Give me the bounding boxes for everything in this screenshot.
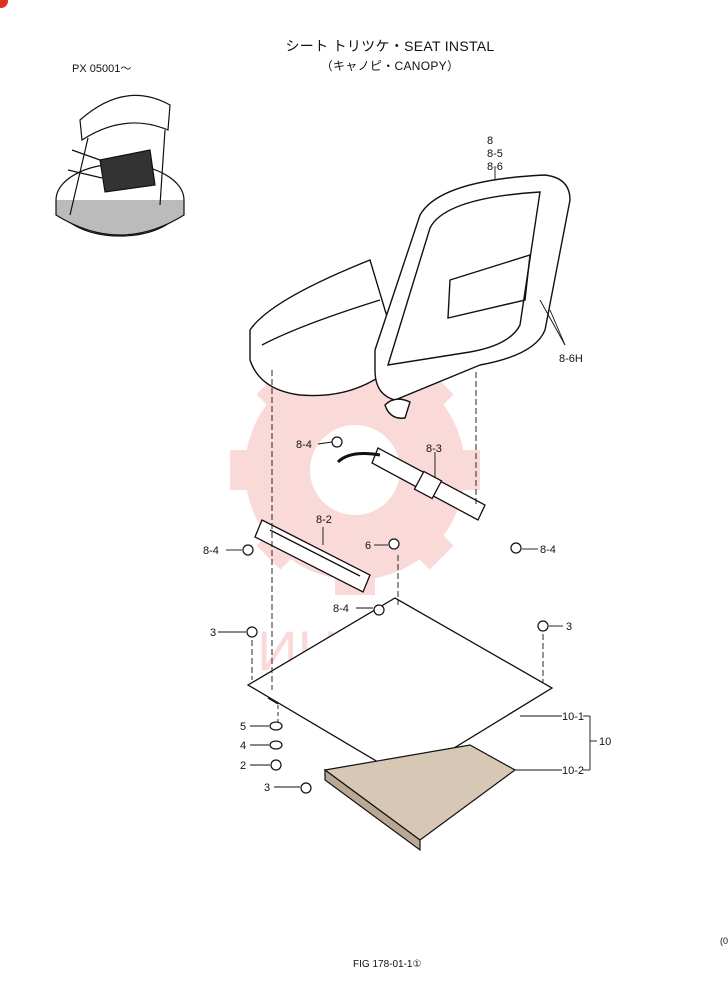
- label-5: 5: [240, 721, 246, 733]
- label-8-3: 8-3: [426, 443, 442, 455]
- label-8-4-right: 8-4: [540, 544, 556, 556]
- label-3-bottom: 3: [264, 782, 270, 794]
- bolt-icon: [537, 620, 549, 632]
- serial-range: PX 05001～: [72, 63, 132, 75]
- bolt-icon: [242, 544, 254, 556]
- label-8-6h: 8-6H: [559, 353, 583, 365]
- corner-marker: [0, 0, 8, 8]
- label-10-1: 10-1: [562, 711, 584, 723]
- cushion-pad: [323, 744, 517, 852]
- label-8-2: 8-2: [316, 514, 332, 526]
- machine-thumbnail: [55, 94, 185, 237]
- label-8-6: 8-6: [487, 161, 503, 173]
- label-10-2: 10-2: [562, 765, 584, 777]
- figure-number: FIG 178-01-1①: [353, 959, 422, 970]
- label-8-4-mid: 8-4: [333, 603, 349, 615]
- page-subtitle: （キャノピ・CANOPY）: [320, 59, 460, 73]
- washer-icon: [269, 740, 283, 750]
- label-4: 4: [240, 740, 246, 752]
- nut-icon: [270, 759, 282, 771]
- label-8: 8: [487, 135, 493, 147]
- base-plate: [246, 597, 554, 779]
- corner-note: (0: [719, 936, 728, 946]
- leader-lines: [218, 168, 597, 788]
- bolts: [242, 436, 549, 794]
- bolt-icon: [300, 782, 312, 794]
- slide-rails: [254, 447, 486, 593]
- label-8-4-left: 8-4: [203, 545, 219, 557]
- seat-assembly: [249, 174, 571, 419]
- page-title: シート トリツケ・SEAT INSTAL: [285, 38, 495, 54]
- label-3-right: 3: [566, 621, 572, 633]
- bolt-icon: [388, 538, 400, 550]
- bolt-icon: [246, 626, 258, 638]
- label-10: 10: [599, 736, 611, 748]
- bolt-icon: [510, 542, 522, 554]
- label-3-left: 3: [210, 627, 216, 639]
- bolt-icon: [331, 436, 343, 448]
- label-6: 6: [365, 540, 371, 552]
- washer-icon: [269, 721, 283, 731]
- label-2: 2: [240, 760, 246, 772]
- label-8-5: 8-5: [487, 148, 503, 160]
- label-8-4-top: 8-4: [296, 439, 312, 451]
- bolt-icon: [373, 604, 385, 616]
